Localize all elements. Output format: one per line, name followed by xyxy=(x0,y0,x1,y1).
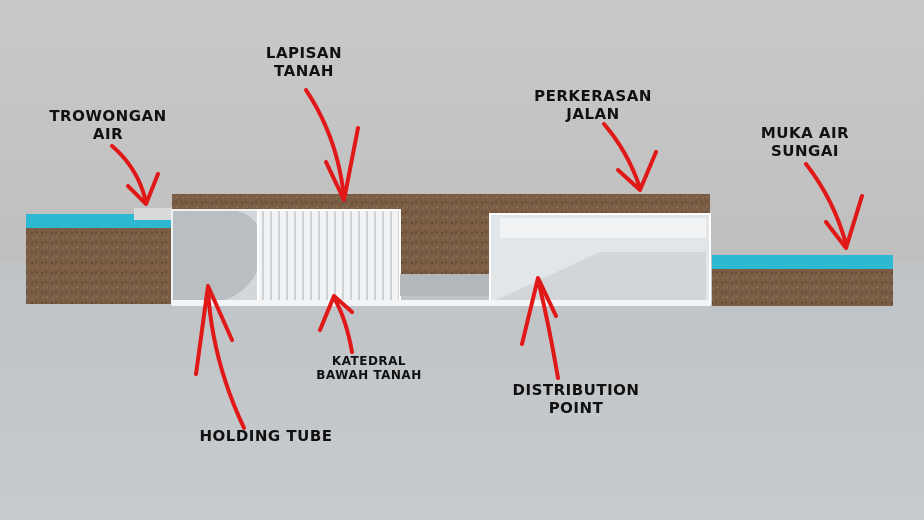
holding-tube-curve xyxy=(172,210,262,302)
water-tunnel-inlet xyxy=(134,208,172,220)
base-slab xyxy=(172,300,710,306)
left-soil-block xyxy=(26,228,172,304)
label-trowongan-air: TROWONGAN AIR xyxy=(38,107,178,143)
label-muka-air-sungai-line1: MUKA AIR xyxy=(760,124,850,142)
lower-channel xyxy=(400,274,502,296)
arrow-holding-tube xyxy=(194,284,246,430)
label-lapisan-tanah-line2: TANAH xyxy=(274,61,334,80)
soil-mid-block xyxy=(400,214,490,274)
label-perkerasan-jalan-line1: PERKERASAN xyxy=(534,87,652,105)
label-distribution-point: DISTRIBUTION POINT xyxy=(500,381,652,417)
label-trowongan-air-line1: TROWONGAN xyxy=(49,107,167,125)
label-distribution-point-line2: POINT xyxy=(548,398,604,417)
arrow-katedral-bawah-tanah xyxy=(318,294,354,354)
label-holding-tube: HOLDING TUBE xyxy=(186,427,346,446)
label-distribution-point-line1: DISTRIBUTION xyxy=(512,381,640,399)
label-katedral-bawah-tanah-line1: KATEDRAL xyxy=(331,354,407,368)
label-trowongan-air-line2: AIR xyxy=(92,124,124,143)
label-holding-tube-line1: HOLDING TUBE xyxy=(199,427,333,445)
label-katedral-bawah-tanah-line2: BAWAH TANAH xyxy=(316,368,422,383)
right-water-layer xyxy=(712,255,893,269)
right-soil-block xyxy=(712,268,893,306)
label-muka-air-sungai-line2: SUNGAI xyxy=(770,141,840,160)
label-perkerasan-jalan: PERKERASAN JALAN xyxy=(522,87,664,123)
arrow-perkerasan-jalan xyxy=(602,122,658,192)
label-lapisan-tanah-line1: LAPISAN xyxy=(265,44,343,62)
underground-cathedral xyxy=(258,210,400,304)
label-muka-air-sungai: MUKA AIR SUNGAI xyxy=(746,124,864,160)
label-katedral-bawah-tanah: KATEDRAL BAWAH TANAH xyxy=(306,354,432,382)
arrow-distribution-point xyxy=(520,276,560,380)
arrow-muka-air-sungai xyxy=(804,162,864,250)
label-perkerasan-jalan-line2: JALAN xyxy=(566,104,620,123)
arrow-trowongan-air xyxy=(110,144,160,206)
distribution-ramp xyxy=(496,252,706,304)
arrow-lapisan-tanah xyxy=(304,88,360,202)
label-lapisan-tanah: LAPISAN TANAH xyxy=(244,44,364,80)
